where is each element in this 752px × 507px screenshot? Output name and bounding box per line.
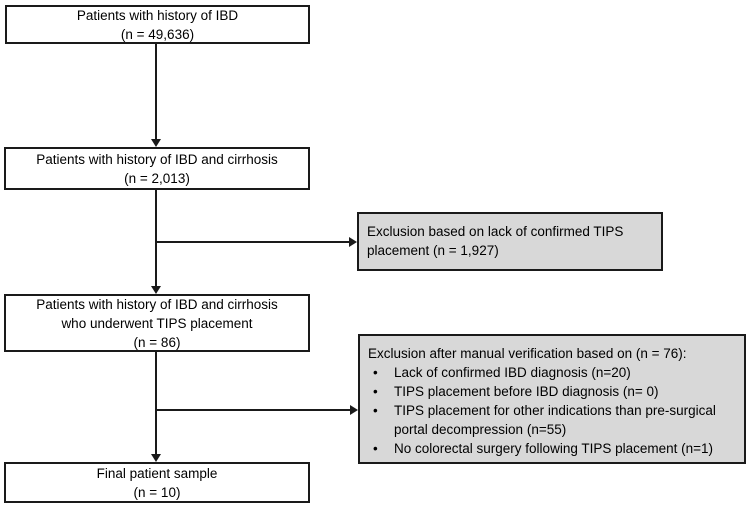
arrowhead-down-icon bbox=[151, 454, 161, 462]
arrowhead-down-icon bbox=[151, 286, 161, 294]
exclusion-box-tips-placement: Exclusion based on lack of confirmed TIP… bbox=[357, 212, 663, 271]
bullet-icon: • bbox=[373, 441, 378, 456]
bullet-icon: • bbox=[373, 384, 378, 399]
flow-box-count: (n = 86) bbox=[133, 334, 181, 350]
exclusion-text: Exclusion based on lack of confirmed TIP… bbox=[367, 224, 624, 258]
arrowhead-right-icon bbox=[349, 237, 357, 247]
connector-branch-exclusion2 bbox=[156, 409, 350, 411]
connector-box3-box4 bbox=[155, 352, 157, 455]
arrowhead-right-icon bbox=[350, 405, 358, 415]
flow-box-line: Final patient sample bbox=[96, 465, 218, 481]
exclusion-box-manual-verification: Exclusion after manual verification base… bbox=[358, 334, 746, 464]
exclusion-bullet-item: • TIPS placement for other indications t… bbox=[368, 401, 732, 439]
arrowhead-down-icon bbox=[151, 139, 161, 147]
flow-box-ibd-cirrhosis: Patients with history of IBD and cirrhos… bbox=[4, 147, 310, 190]
flow-box-line: who underwent TIPS placement bbox=[61, 315, 253, 331]
flow-box-line: Patients with history of IBD and cirrhos… bbox=[36, 151, 278, 167]
connector-branch-exclusion1 bbox=[156, 241, 349, 243]
bullet-icon: • bbox=[373, 365, 378, 380]
exclusion-bullet-text: TIPS placement before IBD diagnosis (n= … bbox=[394, 384, 659, 399]
bullet-icon: • bbox=[373, 403, 378, 418]
connector-box2-box3 bbox=[155, 190, 157, 286]
exclusion-heading: Exclusion after manual verification base… bbox=[368, 346, 687, 361]
exclusion-bullet-item: • Lack of confirmed IBD diagnosis (n=20) bbox=[368, 363, 732, 382]
flow-box-line: Patients with history of IBD bbox=[76, 7, 239, 23]
connector-box1-box2 bbox=[155, 44, 157, 140]
flow-box-count: (n = 49,636) bbox=[120, 26, 195, 42]
flow-box-tips-placement: Patients with history of IBD and cirrhos… bbox=[4, 294, 310, 352]
flow-box-line: Patients with history of IBD and cirrhos… bbox=[36, 296, 278, 312]
exclusion-bullet-text: TIPS placement for other indications tha… bbox=[394, 403, 716, 437]
exclusion-bullet-item: • TIPS placement before IBD diagnosis (n… bbox=[368, 382, 732, 401]
exclusion-bullet-item: • No colorectal surgery following TIPS p… bbox=[368, 439, 732, 458]
flow-box-final-sample: Final patient sample (n = 10) bbox=[4, 462, 310, 503]
flow-box-count: (n = 2,013) bbox=[124, 170, 190, 186]
flow-box-count: (n = 10) bbox=[133, 484, 181, 500]
exclusion-bullet-text: No colorectal surgery following TIPS pla… bbox=[394, 441, 714, 456]
exclusion-bullet-text: Lack of confirmed IBD diagnosis (n=20) bbox=[394, 365, 631, 380]
flow-box-ibd-history: Patients with history of IBD (n = 49,636… bbox=[5, 5, 310, 44]
